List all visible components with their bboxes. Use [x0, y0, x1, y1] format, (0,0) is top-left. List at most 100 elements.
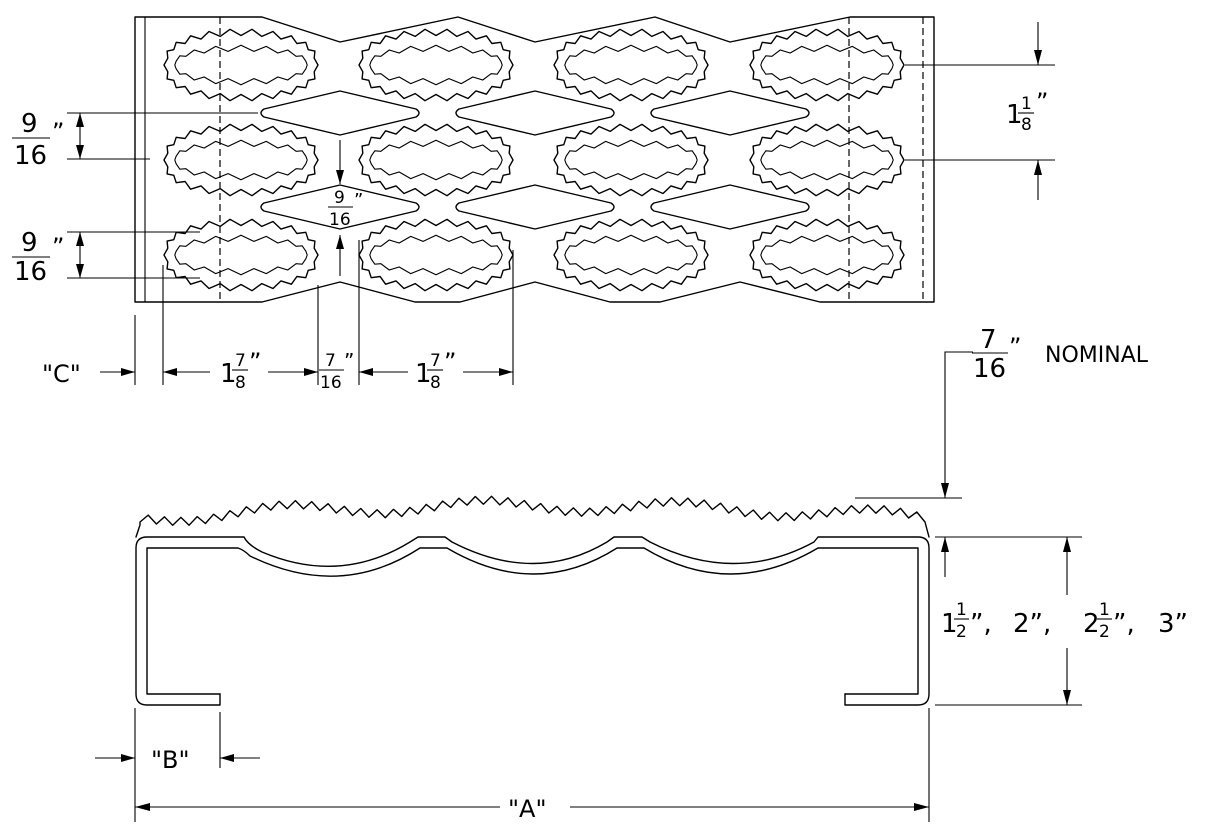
dim-left-suffix: ” [249, 348, 261, 376]
dim-mid-num: 7 [325, 351, 336, 371]
arrow-right [304, 368, 318, 376]
dim-right-lead: 1 [415, 359, 432, 389]
serrated-opening-inner [564, 234, 698, 276]
serrated-opening-inner [174, 234, 308, 276]
arrow-down [1034, 50, 1042, 65]
pitch-lead: 1 [1006, 100, 1023, 130]
dim-left-num: 7 [235, 351, 246, 371]
upper-gap-suffix: ” [52, 118, 64, 146]
diamond-opening [455, 184, 615, 230]
height-1-num: 1 [956, 600, 967, 620]
serrated-opening [749, 218, 905, 292]
serrated-opening-inner [564, 44, 698, 86]
height-3-den: 2 [1099, 622, 1110, 642]
serrated-top-surface [135, 495, 930, 538]
serrated-opening [163, 28, 319, 102]
diamond-opening [650, 90, 810, 136]
pitch-suffix: ” [1036, 88, 1048, 116]
height-4: 3” [1158, 609, 1188, 639]
arrow-left [359, 368, 373, 376]
arrow-down [941, 483, 949, 498]
lower-gap-den: 16 [14, 257, 47, 287]
serrated-opening [749, 123, 905, 197]
channel-outer [135, 536, 930, 706]
serrated-opening-inner [369, 44, 503, 86]
diamond-opening [650, 184, 810, 230]
dim-right-den: 8 [430, 373, 441, 393]
diamond-openings [260, 90, 810, 230]
arrow-up [941, 537, 949, 552]
nominal-num: 7 [980, 325, 997, 355]
arrow-up [76, 113, 84, 127]
serrated-opening-inner [760, 234, 894, 276]
serrated-opening-inner [369, 139, 503, 181]
height-2: 2”, [1013, 609, 1051, 639]
arrow-up [1063, 537, 1071, 552]
height-3-suffix: ”, [1113, 609, 1135, 639]
nominal-leader [944, 351, 973, 498]
b-label: "B" [151, 746, 190, 774]
arrow-right [121, 368, 135, 376]
plank-outline [134, 16, 935, 303]
serrated-openings [163, 28, 905, 292]
serrated-opening [358, 218, 514, 292]
a-label: "A" [508, 795, 547, 823]
serrated-opening-inner [564, 139, 698, 181]
diamond-opening [260, 90, 420, 136]
arrow-right [914, 803, 929, 811]
arrow-down [1063, 690, 1071, 705]
upper-gap-den: 16 [14, 141, 47, 171]
serrated-opening [749, 28, 905, 102]
serrated-opening-inner [760, 139, 894, 181]
arrow-right [499, 368, 513, 376]
serrated-opening [358, 123, 514, 197]
height-1-suffix: ”, [970, 609, 992, 639]
lower-gap-suffix: ” [52, 233, 64, 261]
channel-inner [146, 547, 919, 695]
serrated-opening [163, 218, 319, 292]
arrow-left [220, 754, 234, 762]
serrated-opening-inner [760, 44, 894, 86]
dim-right-num: 7 [430, 351, 441, 371]
arrow-left [135, 803, 150, 811]
height-3-lead: 2 [1083, 609, 1100, 639]
arrow-up [336, 235, 344, 249]
arrow-down [76, 264, 84, 278]
serrated-opening-inner [369, 234, 503, 276]
height-1-lead: 1 [941, 609, 958, 639]
serrated-opening [553, 123, 709, 197]
arrow-left [163, 368, 177, 376]
serrated-opening [553, 218, 709, 292]
diamond-opening [455, 90, 615, 136]
dim-mid-den: 16 [320, 373, 342, 393]
nominal-den: 16 [973, 354, 1006, 384]
serrated-opening-inner [174, 44, 308, 86]
serrated-opening [358, 28, 514, 102]
serrated-opening-inner [174, 139, 308, 181]
dim-right-suffix: ” [444, 348, 456, 376]
center-suffix: ” [354, 190, 363, 211]
dim-left-lead: 1 [220, 359, 237, 389]
arrow-down [76, 145, 84, 159]
pitch-den: 8 [1021, 115, 1032, 135]
arrow-right [121, 754, 135, 762]
center-num: 9 [334, 188, 345, 208]
dim-left-den: 8 [235, 373, 246, 393]
arrow-down [336, 170, 344, 184]
c-label: "C" [42, 360, 81, 388]
diamond-opening [260, 184, 420, 230]
pitch-num: 1 [1021, 94, 1032, 114]
nominal-word: NOMINAL [1045, 343, 1149, 368]
serrated-opening [553, 28, 709, 102]
dim-mid-suffix: ” [344, 349, 354, 373]
plan-view: 1 1 8 ” 9 16 ” 9 16 ” 9 16 ” [12, 16, 1055, 393]
nominal-suffix: ” [1009, 333, 1021, 361]
section-view: 7 16 ” NOMINAL 1 1 2 ”, 2”, 2 1 2 ”, 3” … [95, 325, 1188, 823]
lower-gap-num: 9 [21, 228, 38, 258]
center-den: 16 [329, 210, 351, 230]
height-1-den: 2 [956, 622, 967, 642]
arrow-up [76, 232, 84, 246]
upper-gap-num: 9 [21, 109, 38, 139]
serrated-opening [163, 123, 319, 197]
